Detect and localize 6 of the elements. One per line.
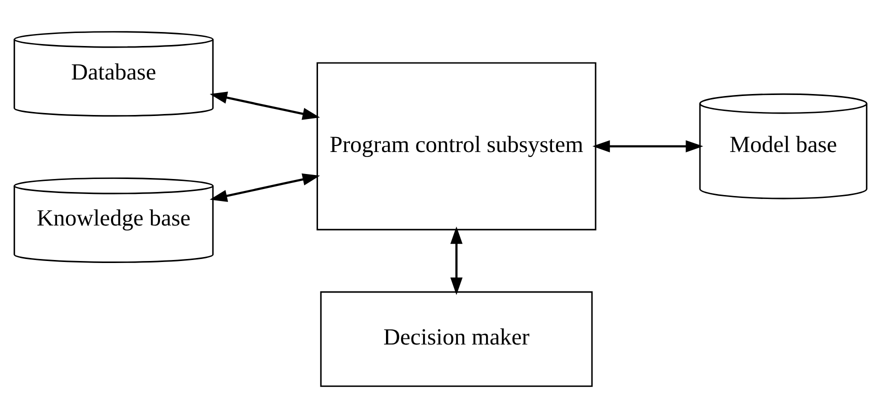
node-box: Decision maker (320, 291, 593, 387)
node-box: Program control subsystem (316, 62, 596, 230)
arrow (450, 226, 463, 295)
arrow (210, 92, 320, 120)
arrow (592, 140, 704, 152)
arrow (210, 173, 320, 202)
